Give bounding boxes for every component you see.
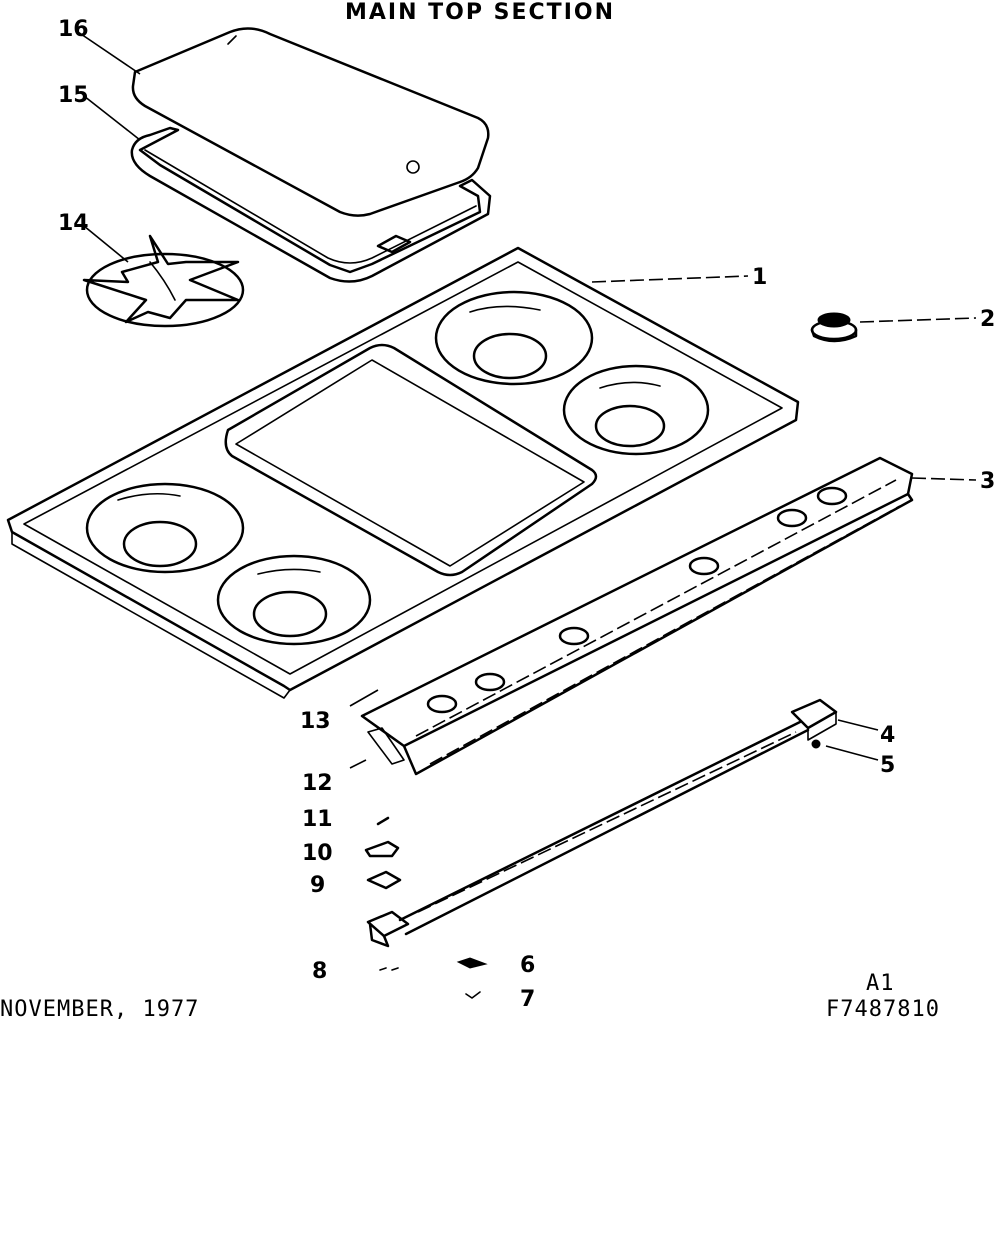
part-16-griddle-cover xyxy=(131,27,490,217)
part-11-clip xyxy=(376,816,390,826)
callout-16: 16 xyxy=(58,17,89,42)
callout-3: 3 xyxy=(980,469,995,494)
callout-8: 8 xyxy=(312,959,327,984)
part-3-control-panel xyxy=(360,456,914,776)
footer-sheet: A1 xyxy=(866,971,895,996)
callout-2: 2 xyxy=(980,307,995,332)
part-15-griddle-frame xyxy=(130,126,492,283)
part-7-nut xyxy=(465,991,481,999)
leader-16 xyxy=(77,31,141,75)
leader-1 xyxy=(591,275,749,283)
callout-13: 13 xyxy=(300,709,331,734)
part-14-burner-grate xyxy=(82,234,245,328)
callout-9: 9 xyxy=(310,873,325,898)
part-9-fitting xyxy=(366,870,402,890)
leader-15 xyxy=(83,95,141,141)
leader-4 xyxy=(837,719,879,731)
callout-12: 12 xyxy=(302,771,333,796)
diagram-title: MAIN TOP SECTION xyxy=(345,0,615,25)
callout-1: 1 xyxy=(752,265,767,290)
callout-15: 15 xyxy=(58,83,89,108)
part-1-cooktop xyxy=(6,246,800,699)
part-6-screw xyxy=(456,957,488,969)
callout-10: 10 xyxy=(302,841,333,866)
part-5-screw xyxy=(811,739,821,749)
part-10-orifice xyxy=(364,840,400,858)
leader-14 xyxy=(83,225,129,263)
callout-11: 11 xyxy=(302,807,333,832)
callout-7: 7 xyxy=(520,987,535,1012)
callout-4: 4 xyxy=(880,723,895,748)
leader-13 xyxy=(349,689,379,707)
leader-3 xyxy=(911,477,977,481)
part-8-hardware xyxy=(379,967,399,971)
part-4-bracket xyxy=(790,698,838,741)
footer-drawing-number: F7487810 xyxy=(826,997,940,1022)
callout-14: 14 xyxy=(58,211,89,236)
leader-12 xyxy=(349,759,367,769)
leader-2 xyxy=(859,317,977,323)
callout-5: 5 xyxy=(880,753,895,778)
manifold-tube xyxy=(398,720,810,936)
leader-5 xyxy=(825,745,879,761)
part-2-knob xyxy=(810,312,858,343)
part-8-bracket xyxy=(366,910,410,948)
callout-6: 6 xyxy=(520,953,535,978)
footer-date: NOVEMBER, 1977 xyxy=(0,997,199,1022)
